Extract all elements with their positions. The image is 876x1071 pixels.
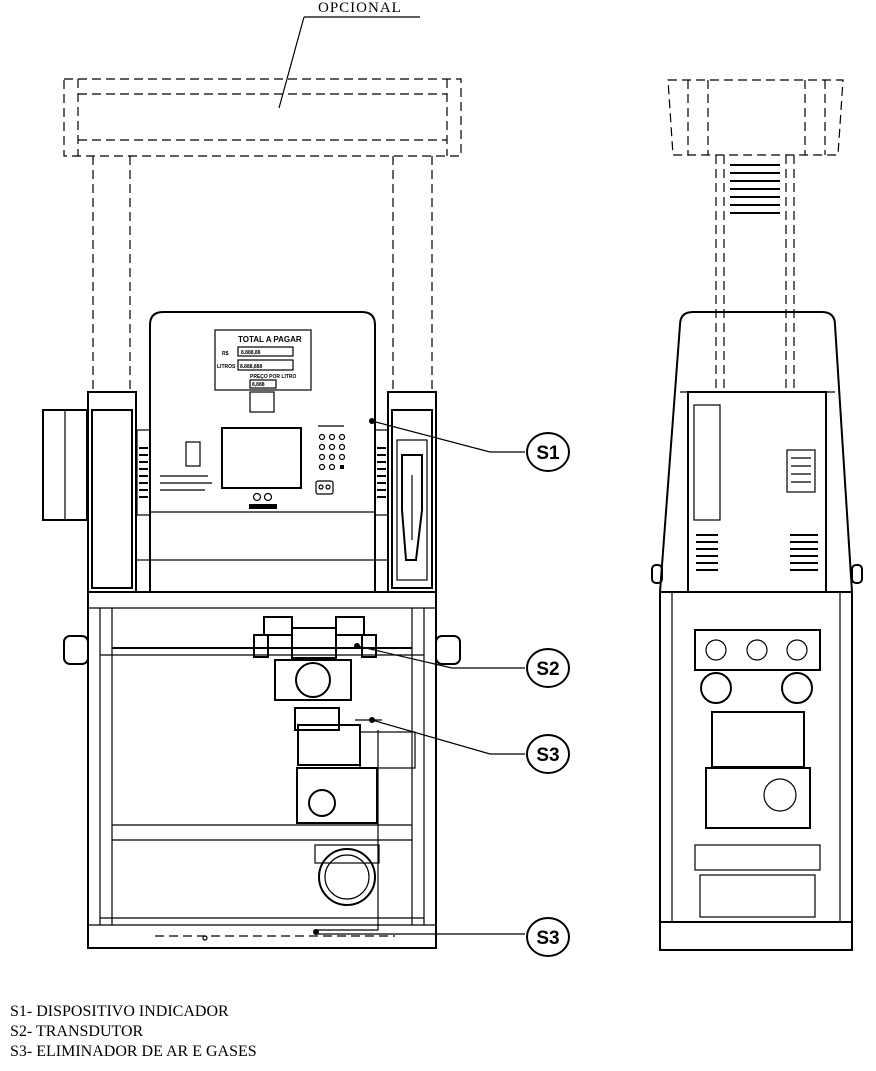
price-prefix: R$ <box>222 351 229 357</box>
legend: S1- DISPOSITIVO INDICADOR S2- TRANSDUTOR… <box>10 1002 257 1062</box>
front-optional-canopy <box>63 78 462 392</box>
legend-item-s1: S1- DISPOSITIVO INDICADOR <box>10 1002 257 1022</box>
legend-code: S1- <box>10 1003 33 1020</box>
amount-digits: 8.888,88 <box>241 350 261 356</box>
side-dispenser <box>651 311 863 951</box>
front-dispenser: TOTAL A PAGAR R$ 8.888,88 LITROS 8.888,8… <box>42 311 461 949</box>
legend-item-s2: S2- TRANSDUTOR <box>10 1022 257 1042</box>
unit-price-digits: 8,888 <box>252 382 265 388</box>
callout-s2: S2 <box>354 643 570 688</box>
legend-code: S3- <box>10 1043 33 1060</box>
callout-bubble-icon <box>526 648 570 688</box>
legend-item-s3: S3- ELIMINADOR DE AR E GASES <box>10 1042 257 1062</box>
legend-text: DISPOSITIVO INDICADOR <box>36 1003 229 1020</box>
liters-digits: 8.888,888 <box>240 364 262 370</box>
optional-leader <box>278 16 305 109</box>
callout-bubble-icon <box>526 432 570 472</box>
callout-s3-lower-label: S3 <box>536 928 559 949</box>
callout-s2-label: S2 <box>536 659 559 680</box>
callout-s1: S1 <box>369 418 570 472</box>
legend-text: ELIMINADOR DE AR E GASES <box>36 1043 257 1060</box>
total-title: TOTAL A PAGAR <box>238 335 302 344</box>
callout-s3-upper-label: S3 <box>536 745 559 766</box>
nozzle-icon <box>396 439 428 581</box>
callout-s3-lower: S3 <box>318 917 570 957</box>
legend-text: TRANSDUTOR <box>35 1023 144 1040</box>
callout-bubble-icon <box>526 734 570 774</box>
optional-label: OPCIONAL <box>318 0 402 16</box>
callout-bubble-icon <box>526 917 570 957</box>
liters-label: LITROS <box>217 364 236 370</box>
keypad-icon <box>315 425 346 495</box>
side-optional-canopy <box>667 79 844 390</box>
callout-s3-upper: S3 <box>369 717 570 774</box>
callout-s1-label: S1 <box>536 443 560 464</box>
unit-price-label: PREÇO POR LITRO <box>250 374 297 380</box>
legend-code: S2- <box>10 1023 33 1040</box>
